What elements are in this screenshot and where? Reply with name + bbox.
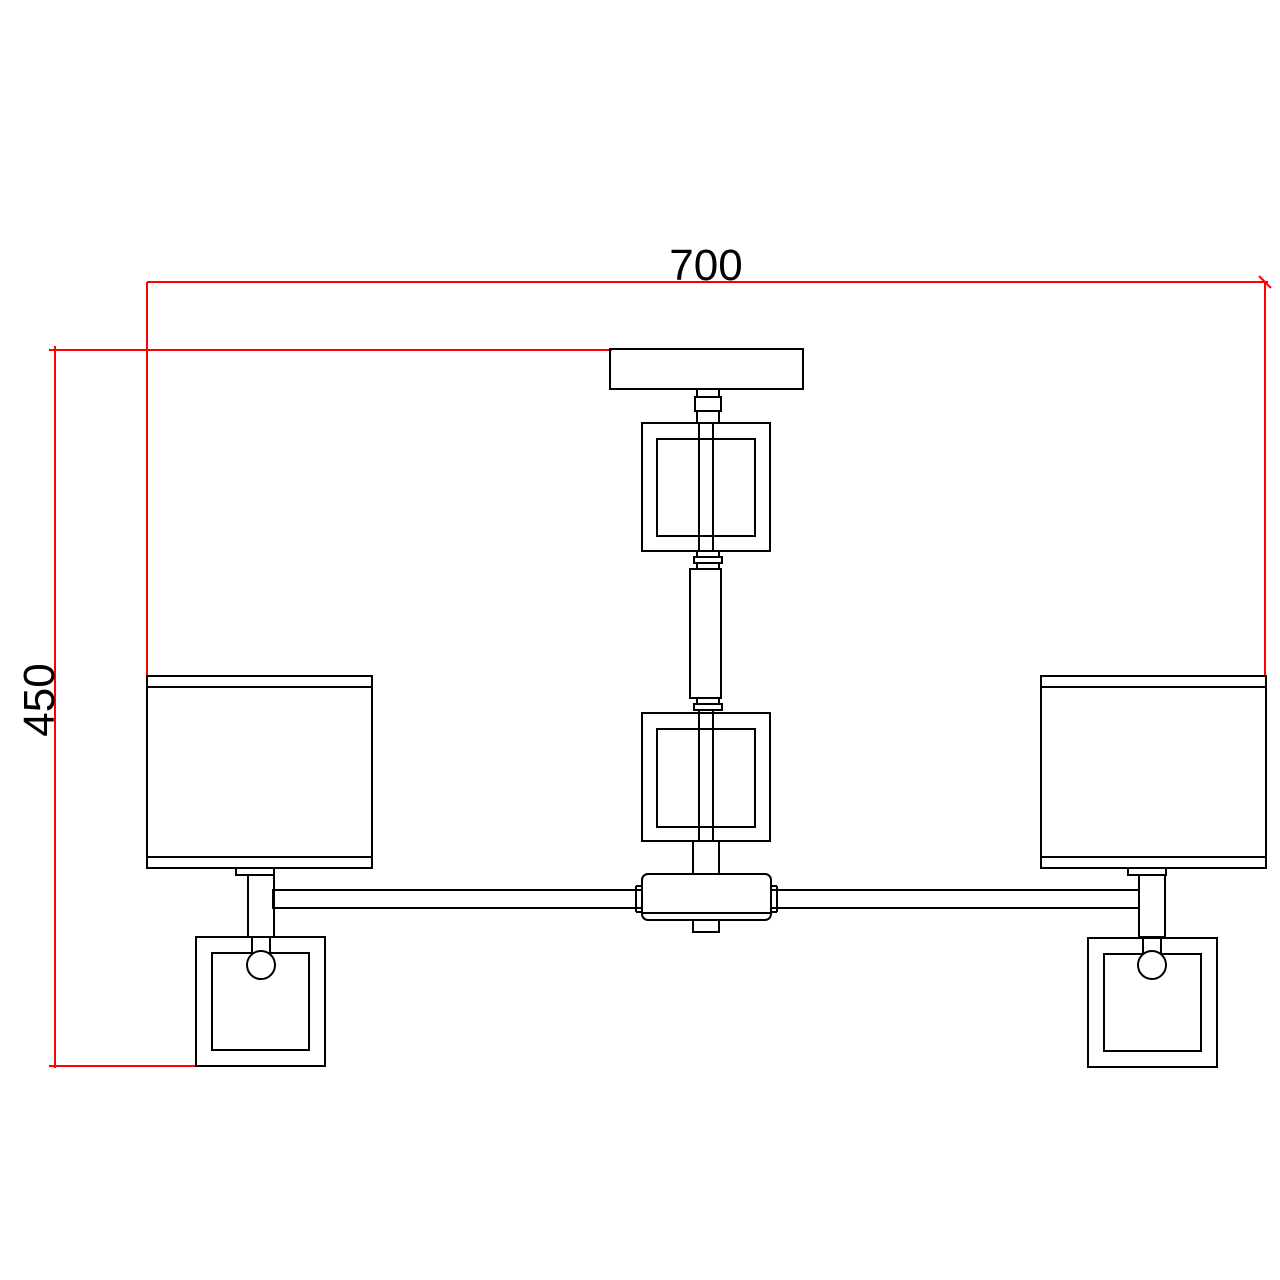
right-lamp-bulb: [1137, 950, 1167, 980]
left-lamp-holder: [247, 874, 275, 938]
lower-stem-cube-inner: [656, 728, 756, 828]
left-lamp-shade: [146, 675, 373, 869]
left-lamp: [146, 675, 373, 1067]
lower-stem-cube-outer: [641, 712, 771, 842]
dimension-lines: [49, 275, 1272, 1068]
height-label: 450: [15, 663, 64, 736]
right-lamp: [1040, 675, 1267, 1068]
right-lamp-shade: [1040, 675, 1267, 869]
left-lamp-bulb: [246, 950, 276, 980]
arm-right: [769, 889, 1140, 909]
right-lamp-base-outer: [1087, 937, 1218, 1068]
right-lamp-holder: [1138, 874, 1166, 938]
ceiling-plate: [609, 348, 804, 390]
stem-rod: [689, 568, 722, 699]
width-label: 700: [669, 241, 742, 290]
width-tick-right: [1258, 275, 1272, 289]
center-hub: [635, 873, 778, 933]
upper-stem-cube-outer: [641, 422, 771, 552]
upper-stem-cube-inner: [656, 438, 756, 537]
left-lamp-base-outer: [195, 936, 326, 1067]
central-stem: [641, 388, 771, 875]
arm-left: [272, 889, 644, 909]
